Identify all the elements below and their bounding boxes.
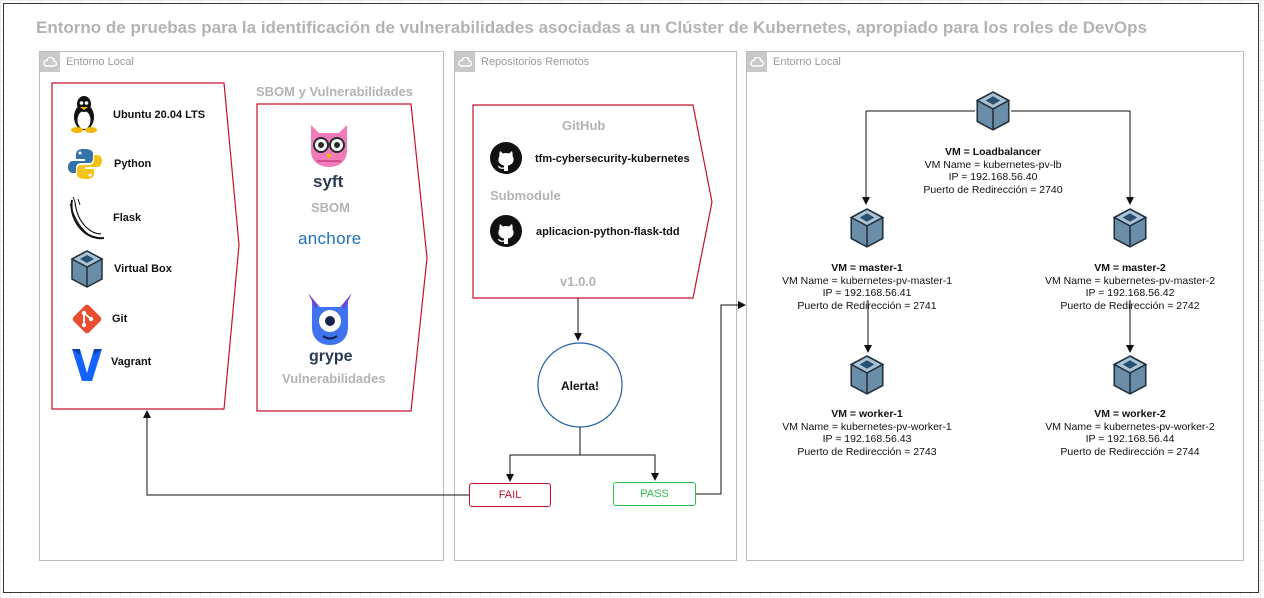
vm-worker2-icon [1112, 354, 1148, 401]
vm-name: VM Name = kubernetes-pv-worker-1 [782, 420, 952, 433]
github-header: GitHub [562, 118, 606, 133]
edge-fail-tools [143, 410, 469, 496]
vm-ip: IP = 192.168.56.42 [1085, 287, 1175, 299]
vagrant-icon [70, 347, 104, 388]
vm-port: Puerto de Redirección = 2744 [1060, 445, 1200, 458]
vm-ip: IP = 192.168.56.44 [1085, 433, 1175, 445]
sbom-header: SBOM y Vulnerabilidades [256, 84, 414, 99]
git-icon [70, 302, 104, 341]
pass-button[interactable]: PASS [613, 482, 696, 506]
vm-master1-info: VM = master-1 VM Name = kubernetes-pv-ma… [757, 262, 977, 312]
vm-title: VM = Loadbalancer [945, 146, 1041, 158]
edge-pass-cluster [695, 301, 746, 495]
version-label: v1.0.0 [560, 274, 597, 289]
vm-title: VM = worker-2 [1094, 408, 1166, 420]
diagram-title: Entorno de pruebas para la identificació… [36, 18, 1147, 37]
vm-port: Puerto de Redirección = 2743 [797, 445, 937, 458]
vm-port: Puerto de Redirección = 2742 [1060, 299, 1200, 312]
vm-master2-info: VM = master-2 VM Name = kubernetes-pv-ma… [1020, 262, 1240, 312]
tool-label-vagrant: Vagrant [111, 356, 152, 368]
cloud-icon [747, 52, 767, 72]
tool-label-flask: Flask [113, 212, 142, 224]
anchore-logo: anchore [298, 229, 362, 248]
syft-owl-icon [305, 121, 353, 174]
vm-name: VM Name = kubernetes-pv-worker-2 [1045, 420, 1215, 433]
pass-label: PASS [640, 488, 669, 500]
vm-port: Puerto de Redirección = 2741 [797, 299, 937, 312]
vm-loadbalancer-icon [975, 90, 1011, 137]
syft-logo-text: syft [313, 172, 344, 191]
edge-lb-master2 [1011, 110, 1134, 205]
flask-icon [66, 196, 106, 247]
vm-ip: IP = 192.168.56.41 [822, 287, 912, 299]
sbom-label: SBOM [311, 200, 350, 215]
vm-worker2-info: VM = worker-2 VM Name = kubernetes-pv-wo… [1020, 408, 1240, 458]
group-label: Entorno Local [66, 56, 134, 68]
virtualbox-icon [70, 249, 104, 294]
github-submodule-icon [489, 214, 523, 253]
github-step-shape [472, 104, 713, 299]
tool-label-ubuntu: Ubuntu 20.04 LTS [113, 109, 206, 121]
group-header: Entorno Local [40, 52, 134, 72]
vm-master2-icon [1112, 207, 1148, 254]
group-label: Repositorios Remotos [481, 56, 590, 68]
cloud-icon [455, 52, 475, 72]
vm-title: VM = master-2 [1094, 262, 1166, 274]
vm-name: VM Name = kubernetes-pv-lb [924, 158, 1062, 171]
submodule-header: Submodule [490, 188, 561, 203]
group-entorno-local-2: Entorno Local [746, 51, 1244, 561]
edge-alert-pass [580, 454, 659, 481]
submodule-repo-label: aplicacion-python-flask-tdd [536, 226, 680, 238]
cloud-icon [40, 52, 60, 72]
edge-alert-fail [506, 427, 581, 482]
vm-master1-icon [849, 207, 885, 254]
group-label: Entorno Local [773, 56, 841, 68]
tool-label-python: Python [114, 158, 152, 170]
vm-ip: IP = 192.168.56.40 [948, 171, 1038, 183]
vm-name: VM Name = kubernetes-pv-master-2 [1044, 274, 1216, 287]
python-icon [67, 147, 103, 186]
vm-ip: IP = 192.168.56.43 [822, 433, 912, 445]
vm-worker1-info: VM = worker-1 VM Name = kubernetes-pv-wo… [757, 408, 977, 458]
alert-label: Alerta! [560, 379, 599, 393]
vm-port: Puerto de Redirección = 2740 [923, 183, 1063, 196]
grype-monster-icon [306, 291, 354, 352]
vm-worker1-icon [849, 354, 885, 401]
vm-name: VM Name = kubernetes-pv-master-1 [781, 274, 953, 287]
group-header: Repositorios Remotos [455, 52, 589, 72]
group-header: Entorno Local [747, 52, 841, 72]
tool-label-virtualbox: Virtual Box [114, 263, 172, 275]
sbom-step-shape [256, 103, 428, 412]
github-repo-label: tfm-cybersecurity-kubernetes [535, 153, 690, 165]
fail-button[interactable]: FAIL [469, 483, 551, 507]
grype-logo-text: grype [309, 348, 353, 365]
linux-tux-icon [67, 95, 101, 138]
vm-title: VM = worker-1 [831, 408, 903, 420]
vm-title: VM = master-1 [831, 262, 903, 274]
github-icon [489, 141, 523, 180]
fail-label: FAIL [498, 489, 522, 501]
vm-loadbalancer-info: VM = Loadbalancer VM Name = kubernetes-p… [883, 146, 1103, 196]
tool-label-git: Git [112, 313, 128, 325]
vulnerabilidades-label: Vulnerabilidades [282, 371, 386, 386]
